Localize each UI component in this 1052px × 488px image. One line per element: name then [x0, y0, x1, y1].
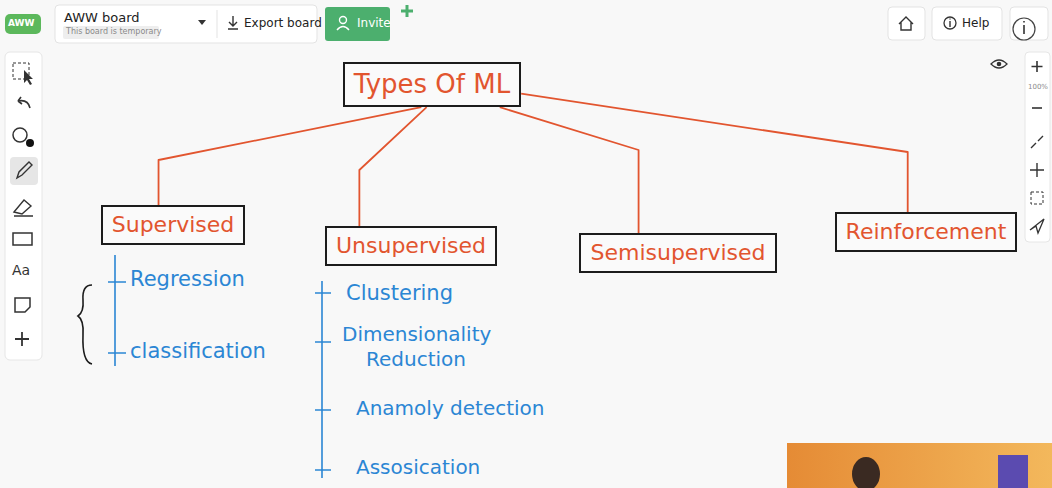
sub-item: Clustering — [346, 280, 453, 306]
invite-button-text: Invite — [357, 16, 391, 31]
branch-connector — [500, 107, 639, 233]
separator — [217, 10, 218, 38]
board-name: AWW board — [64, 10, 140, 26]
root-box: Types Of ML — [343, 62, 521, 107]
home-icon — [899, 17, 913, 30]
info-icon — [949, 19, 950, 28]
webcam-person — [852, 457, 880, 488]
text-tool: Aa — [12, 262, 30, 280]
logo-badge — [5, 14, 41, 34]
download-icon — [228, 16, 238, 29]
invite-button — [325, 7, 390, 41]
pen-icon — [17, 162, 32, 178]
frame-icon — [1031, 192, 1043, 204]
menu-button — [1010, 7, 1048, 40]
dropdown-arrow — [198, 20, 206, 25]
menu-icon — [1023, 21, 1025, 34]
branch-line — [108, 255, 126, 366]
zoom-out-icon — [1032, 107, 1042, 109]
eye-icon — [997, 62, 1002, 67]
curly-brace — [78, 285, 92, 364]
sub-item: Regression — [130, 266, 245, 292]
eye-icon — [991, 60, 1007, 68]
category-box: Semisupervised — [579, 233, 776, 273]
help-button-text: Help — [962, 16, 989, 31]
box-text: Types Of ML — [354, 69, 510, 100]
zoom-panel — [1025, 52, 1050, 242]
person-icon — [340, 17, 347, 24]
sub-item: Dimensionality Reduction — [342, 322, 532, 372]
zoom-in-icon — [1032, 61, 1043, 72]
zoom-level: 100% — [1028, 83, 1048, 92]
undo-icon — [18, 97, 30, 108]
note-icon — [15, 298, 30, 312]
add-icon — [15, 332, 29, 346]
palette-icon — [26, 139, 34, 147]
rectangle-icon — [13, 233, 32, 245]
webcam-feed — [787, 443, 1052, 488]
board-status: This board is temporary — [66, 27, 162, 37]
box-text: Supervised — [112, 212, 235, 238]
branch-line — [315, 281, 331, 478]
info-icon — [944, 17, 956, 29]
sub-item: Assosication — [356, 455, 480, 480]
add-icon — [401, 5, 413, 17]
box-text: Reinforcement — [846, 219, 1007, 245]
webcam-object — [998, 455, 1028, 488]
palette-icon — [13, 128, 27, 142]
eraser-icon — [14, 200, 33, 216]
box-text: Unsupervised — [336, 233, 486, 259]
help-button — [932, 7, 1002, 40]
sub-item: classification — [130, 338, 266, 364]
person-icon — [337, 27, 349, 31]
category-box: Supervised — [101, 205, 246, 245]
home-button — [888, 7, 925, 40]
pan-icon — [1030, 163, 1044, 177]
export-button-text: Export board — [244, 16, 322, 31]
box-text: Semisupervised — [590, 240, 765, 266]
active-tool — [10, 157, 38, 185]
pointer-icon — [1030, 219, 1044, 233]
branch-connector — [359, 107, 426, 226]
sub-item: Anamoly detection — [356, 396, 546, 421]
menu-icon — [1013, 18, 1035, 40]
branch-connector — [159, 107, 422, 205]
select-icon — [24, 70, 33, 85]
logo-text: AWW — [8, 18, 34, 29]
category-box: Unsupervised — [325, 226, 497, 266]
category-box: Reinforcement — [835, 212, 1018, 252]
tool-panel — [5, 52, 42, 360]
fit-icon — [1031, 136, 1043, 148]
branch-connector — [521, 94, 908, 212]
